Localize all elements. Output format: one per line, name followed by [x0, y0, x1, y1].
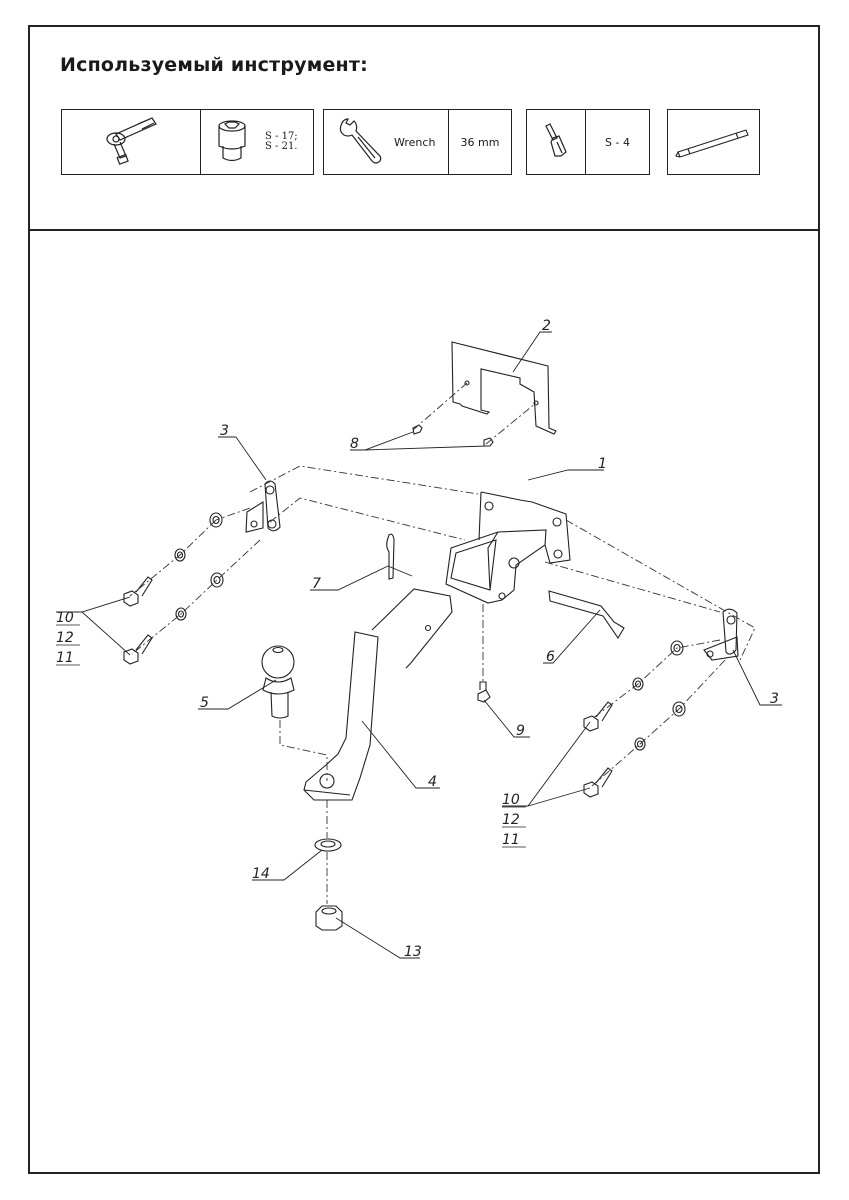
washers-right	[632, 640, 686, 751]
socket-size-17: S - 17;	[265, 131, 298, 142]
label-part-10-right: 10	[502, 792, 520, 808]
label-underlines	[56, 624, 526, 848]
hex-bit-icon	[545, 123, 567, 157]
label-part-13: 13	[404, 944, 422, 960]
tool-group-wrench: Wrench 36 mm	[323, 109, 512, 175]
label-part-5: 5	[200, 695, 209, 711]
tool-cell-socket: S - 17; S - 21.	[200, 110, 313, 174]
label-part-1: 1	[598, 456, 607, 472]
part-14-washer	[314, 838, 342, 852]
tool-cell-hex-bit	[527, 110, 585, 174]
part-5-tow-ball	[261, 645, 295, 719]
part-6-pin	[548, 590, 625, 640]
pry-bar-icon	[674, 129, 749, 158]
tool-cell-wrench: Wrench	[324, 110, 448, 174]
tool-cell-wrench-size: 36 mm	[448, 110, 511, 174]
label-part-12-left: 12	[56, 630, 74, 646]
socket-icon	[218, 120, 246, 162]
socket-sizes: S - 17; S - 21.	[265, 132, 298, 152]
part-13-nut	[315, 905, 343, 931]
washers-left	[174, 512, 224, 621]
label-part-10-left: 10	[56, 610, 74, 626]
wrench-size: 36 mm	[460, 135, 500, 149]
section-divider	[28, 229, 820, 231]
label-part-11-right: 11	[502, 832, 520, 848]
label-part-9: 9	[516, 723, 525, 739]
wrench-icon	[339, 118, 382, 164]
label-part-6: 6	[546, 649, 555, 665]
bolts-right	[583, 701, 613, 798]
part-3-left-bracket	[245, 480, 281, 533]
ratchet-icon	[106, 117, 157, 165]
tool-cell-bit-size: S - 4	[585, 110, 649, 174]
tool-cell-ratchet	[62, 110, 200, 174]
part-1-receiver	[445, 491, 571, 604]
label-part-3-left: 3	[220, 423, 229, 439]
part-8-screws	[412, 424, 494, 447]
label-part-11-left: 11	[56, 650, 74, 666]
label-part-3-right: 3	[770, 691, 779, 707]
assembly-lines	[129, 382, 756, 904]
part-2-bracket	[451, 341, 557, 435]
label-part-8: 8	[350, 436, 359, 452]
part-3-right-bracket	[703, 608, 739, 661]
label-part-4: 4	[428, 774, 437, 790]
tools-heading: Используемый инструмент:	[60, 54, 368, 76]
wrench-label: Wrench	[394, 135, 436, 149]
label-part-14: 14	[252, 866, 270, 882]
tool-group-pry-bar	[667, 109, 760, 175]
bolts-left	[123, 576, 153, 665]
leader-lines	[56, 331, 782, 959]
label-part-7: 7	[312, 576, 321, 592]
socket-size-21: S - 21.	[265, 141, 298, 152]
bit-size: S - 4	[605, 135, 630, 149]
page-frame	[28, 25, 820, 1174]
label-part-2: 2	[542, 318, 551, 334]
tool-group-ratchet: S - 17; S - 21.	[61, 109, 314, 175]
tool-group-hex-bit: S - 4	[526, 109, 650, 175]
part-4-drawbar	[303, 588, 453, 801]
part-9-bolt	[477, 681, 491, 703]
part-7-clip	[386, 533, 395, 580]
tool-cell-pry-bar	[668, 110, 759, 174]
label-part-12-right: 12	[502, 812, 520, 828]
